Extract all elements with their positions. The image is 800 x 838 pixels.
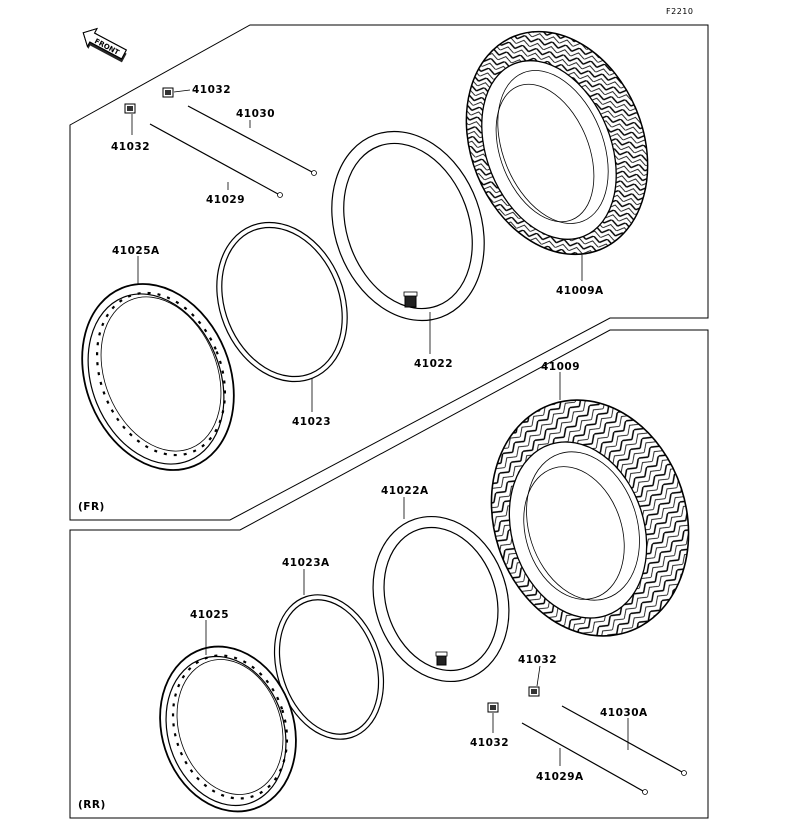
front-group-tag: (FR) <box>78 501 105 513</box>
label-rear-nipple-left: 41032 <box>470 737 509 749</box>
label-front-rim: 41025A <box>112 245 160 257</box>
label-front-rim-band: 41023 <box>292 416 331 428</box>
rear-inner-tube <box>372 515 510 683</box>
rear-nipple-top <box>528 686 540 697</box>
label-front-tube: 41022 <box>414 358 453 370</box>
front-inner-tube <box>331 130 485 322</box>
label-rear-tire: 41009 <box>541 361 580 373</box>
label-rear-rim-band: 41023A <box>282 557 330 569</box>
rear-rim <box>159 645 297 813</box>
rear-nipple-left <box>487 702 499 713</box>
rear-spoke-41030a <box>561 705 687 776</box>
label-front-tire: 41009A <box>556 285 604 297</box>
rear-group-tag: (RR) <box>78 799 106 811</box>
label-front-spoke-b: 41029 <box>206 194 245 206</box>
label-rear-spoke-b: 41029A <box>536 771 584 783</box>
rear-spoke-41029a <box>521 722 648 795</box>
front-group-frame <box>69 24 709 521</box>
label-front-spoke-a: 41030 <box>236 108 275 120</box>
front-tire <box>465 30 649 256</box>
front-arrow-icon: FRONT <box>82 27 128 63</box>
figure-code: F2210 <box>666 7 693 16</box>
rear-group-frame <box>69 329 709 819</box>
label-front-nipple-left: 41032 <box>111 141 150 153</box>
rear-tire <box>490 399 690 637</box>
front-nipple-top <box>162 87 174 98</box>
front-rim-band <box>216 221 348 383</box>
front-nipple-left <box>124 103 136 114</box>
label-front-nipple-top: 41032 <box>192 84 231 96</box>
front-spoke-41029 <box>149 123 283 198</box>
label-rear-tube: 41022A <box>381 485 429 497</box>
front-rim <box>81 283 235 471</box>
label-rear-spoke-a: 41030A <box>600 707 648 719</box>
label-rear-nipple-top: 41032 <box>518 654 557 666</box>
label-rear-rim: 41025 <box>190 609 229 621</box>
front-spoke-41030 <box>187 105 317 176</box>
